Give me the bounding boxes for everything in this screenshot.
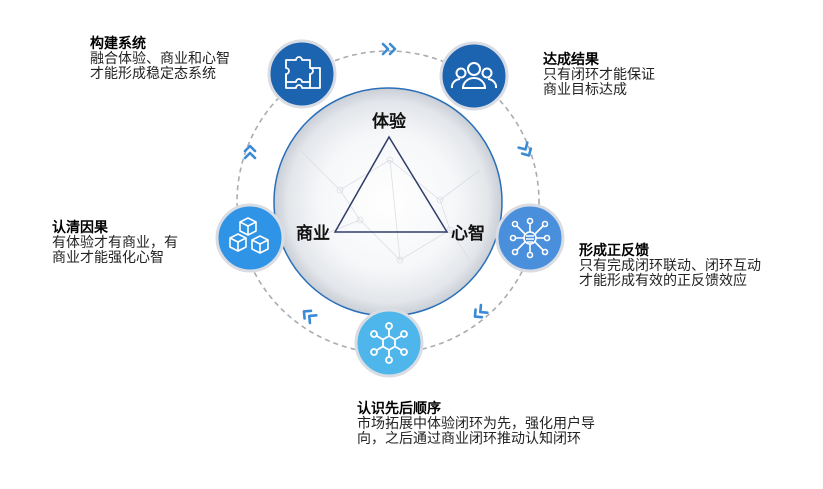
- node-desc-line: 商业才能强化心智: [52, 249, 164, 265]
- node-desc-line: 只有闭环才能保证: [543, 66, 655, 82]
- node-feedback: [495, 203, 565, 273]
- users-icon: [450, 62, 498, 89]
- node-desc-line: 向，之后通过商业闭环推动认知闭环: [357, 430, 581, 446]
- triangle-label-top: 体验: [372, 111, 407, 131]
- node-text-achieve: 达成结果 只有闭环才能保证 商业目标达成: [543, 52, 655, 97]
- node-order: [354, 308, 424, 378]
- relation-triangle: [333, 135, 449, 233]
- node-title: 构建系统: [90, 35, 146, 51]
- node-title: 认识先后顺序: [357, 400, 441, 416]
- node-desc-line: 只有完成闭环联动、闭环互动: [579, 257, 761, 273]
- cubes-icon: [229, 217, 269, 254]
- node-text-build: 构建系统 融合体验、商业和心智 才能形成稳定态系统: [90, 36, 230, 81]
- node-desc-line: 才能形成有效的正反馈效应: [579, 272, 747, 288]
- node-text-order: 认识先后顺序 市场拓展中体验闭环为先，强化用户导 向，之后通过商业闭环推动认知闭…: [357, 401, 595, 446]
- arrow-icon-left-upper: [243, 144, 257, 160]
- node-desc-line: 才能形成稳定态系统: [90, 65, 216, 81]
- node-desc-line: 有体验才有商业，有: [52, 234, 178, 250]
- node-title: 认清因果: [52, 219, 108, 235]
- triangle-label-right: 心智: [451, 223, 485, 243]
- node-title: 达成结果: [543, 51, 599, 67]
- node-build: [267, 39, 337, 109]
- arrow-icon-left-lower: [302, 309, 318, 325]
- node-desc-line: 商业目标达成: [543, 81, 627, 97]
- node-desc-line: 融合体验、商业和心智: [90, 50, 230, 66]
- arrow-icon-right-upper: [517, 141, 533, 157]
- node-title: 形成正反馈: [579, 242, 649, 258]
- node-text-feedback: 形成正反馈 只有完成闭环联动、闭环互动 才能形成有效的正反馈效应: [579, 243, 761, 288]
- node-achieve: [439, 41, 509, 111]
- triangle-label-left: 商业: [296, 223, 330, 243]
- network-icon: [509, 217, 551, 259]
- center-sphere: [273, 87, 503, 317]
- puzzle-icon: [285, 56, 321, 89]
- node-text-know: 认清因果 有体验才有商业，有 商业才能强化心智: [52, 220, 178, 265]
- node-know: [215, 203, 285, 273]
- arrow-icon-right-lower: [473, 303, 489, 319]
- node-desc-line: 市场拓展中体验闭环为先，强化用户导: [357, 415, 595, 431]
- arrow-icon-top: [381, 42, 397, 56]
- hub-icon: [370, 322, 408, 364]
